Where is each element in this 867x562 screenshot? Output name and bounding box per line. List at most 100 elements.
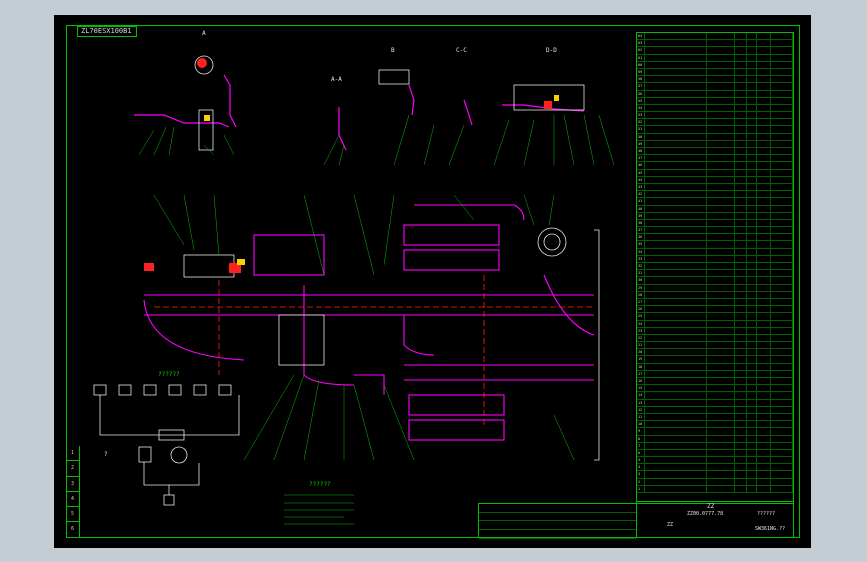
bom-cell xyxy=(757,306,771,313)
bom-cell xyxy=(757,176,771,183)
bom-cell xyxy=(771,68,793,76)
bom-cell xyxy=(757,148,771,155)
revision-row xyxy=(479,521,636,531)
bom-cell xyxy=(735,191,747,198)
bom-cell xyxy=(645,327,707,334)
bom-cell xyxy=(707,320,735,327)
bom-cell xyxy=(757,198,771,205)
bom-cell: 17 xyxy=(637,370,645,377)
bom-cell: 40 xyxy=(637,205,645,212)
revision-block xyxy=(478,503,636,539)
bom-cell xyxy=(771,399,793,406)
bom-cell xyxy=(735,234,747,241)
bom-cell: 12 xyxy=(637,406,645,413)
bom-cell xyxy=(707,406,735,413)
bom-cell: 57 xyxy=(637,83,645,90)
bom-cell xyxy=(771,363,793,370)
bom-cell xyxy=(771,40,793,47)
bom-cell xyxy=(771,270,793,277)
bom-cell xyxy=(747,449,757,457)
bom-cell xyxy=(757,485,771,492)
bom-cell xyxy=(735,263,747,270)
bom-cell xyxy=(735,183,747,191)
bom-cell xyxy=(707,349,735,356)
bom-cell xyxy=(707,183,735,191)
bom-cell xyxy=(645,90,707,97)
bom-cell xyxy=(771,298,793,306)
bom-cell xyxy=(645,155,707,162)
bom-cell xyxy=(771,140,793,147)
bom-cell xyxy=(757,97,771,104)
bom-cell xyxy=(707,270,735,277)
bom-cell xyxy=(735,176,747,183)
bom-cell xyxy=(771,241,793,248)
bom-cell xyxy=(771,349,793,356)
bom-cell xyxy=(757,90,771,97)
bom-cell: 18 xyxy=(637,363,645,370)
bom-cell xyxy=(707,90,735,97)
bom-cell xyxy=(757,435,771,442)
bom-row: 61 xyxy=(637,54,793,62)
bom-cell xyxy=(645,133,707,140)
bom-cell xyxy=(735,428,747,435)
revision-row xyxy=(479,530,636,539)
bom-cell: 9 xyxy=(637,428,645,435)
bom-cell: 5 xyxy=(637,457,645,464)
bom-row: 16 xyxy=(637,378,793,386)
bom-cell xyxy=(747,385,757,392)
bom-cell xyxy=(645,112,707,119)
bom-cell xyxy=(747,97,757,104)
bom-cell: 33 xyxy=(637,255,645,262)
bom-cell xyxy=(747,485,757,492)
bom-cell xyxy=(747,421,757,428)
bom-cell xyxy=(771,485,793,492)
bom-cell: 14 xyxy=(637,392,645,399)
bom-cell xyxy=(757,442,771,449)
title-block: ZZ ZZ00.0777.78 ?????? ZZ SW361NG.?? xyxy=(636,501,794,538)
bom-cell: 41 xyxy=(637,198,645,205)
bom-row: 11 xyxy=(637,413,793,422)
bom-cell xyxy=(735,119,747,126)
bom-cell: 60 xyxy=(637,61,645,68)
bom-cell xyxy=(747,363,757,370)
bom-cell xyxy=(735,421,747,428)
bom-cell xyxy=(771,464,793,471)
bom-cell xyxy=(747,47,757,54)
bom-cell xyxy=(645,198,707,205)
bom-cell xyxy=(735,291,747,298)
bom-cell xyxy=(645,270,707,277)
bom-cell xyxy=(735,442,747,449)
bom-cell xyxy=(747,284,757,291)
bom-cell xyxy=(735,277,747,284)
bom-row: 53 xyxy=(637,112,793,120)
bom-cell xyxy=(707,241,735,248)
bom-cell xyxy=(757,40,771,47)
bom-cell xyxy=(747,428,757,435)
bom-row: 43 xyxy=(637,183,793,192)
bom-cell xyxy=(771,478,793,485)
bom-cell xyxy=(747,140,757,147)
bom-row: 50 xyxy=(637,133,793,141)
bom-cell xyxy=(707,47,735,54)
bom-cell xyxy=(771,126,793,133)
bom-cell xyxy=(645,284,707,291)
bom-cell xyxy=(757,320,771,327)
bom-cell xyxy=(757,464,771,471)
bom-cell xyxy=(757,183,771,191)
bom-cell xyxy=(735,356,747,363)
bom-cell xyxy=(747,298,757,306)
bom-cell xyxy=(747,119,757,126)
bom-row: 17 xyxy=(637,370,793,378)
bom-cell xyxy=(747,320,757,327)
bom-cell xyxy=(707,327,735,334)
bom-cell xyxy=(707,306,735,313)
bom-cell: 28 xyxy=(637,291,645,298)
bom-cell: 27 xyxy=(637,298,645,306)
bom-row: 13 xyxy=(637,399,793,407)
bom-cell xyxy=(747,248,757,255)
bom-cell xyxy=(645,169,707,176)
bom-cell xyxy=(645,471,707,478)
bom-cell xyxy=(707,234,735,241)
bom-cell xyxy=(735,464,747,471)
bom-cell xyxy=(735,406,747,413)
